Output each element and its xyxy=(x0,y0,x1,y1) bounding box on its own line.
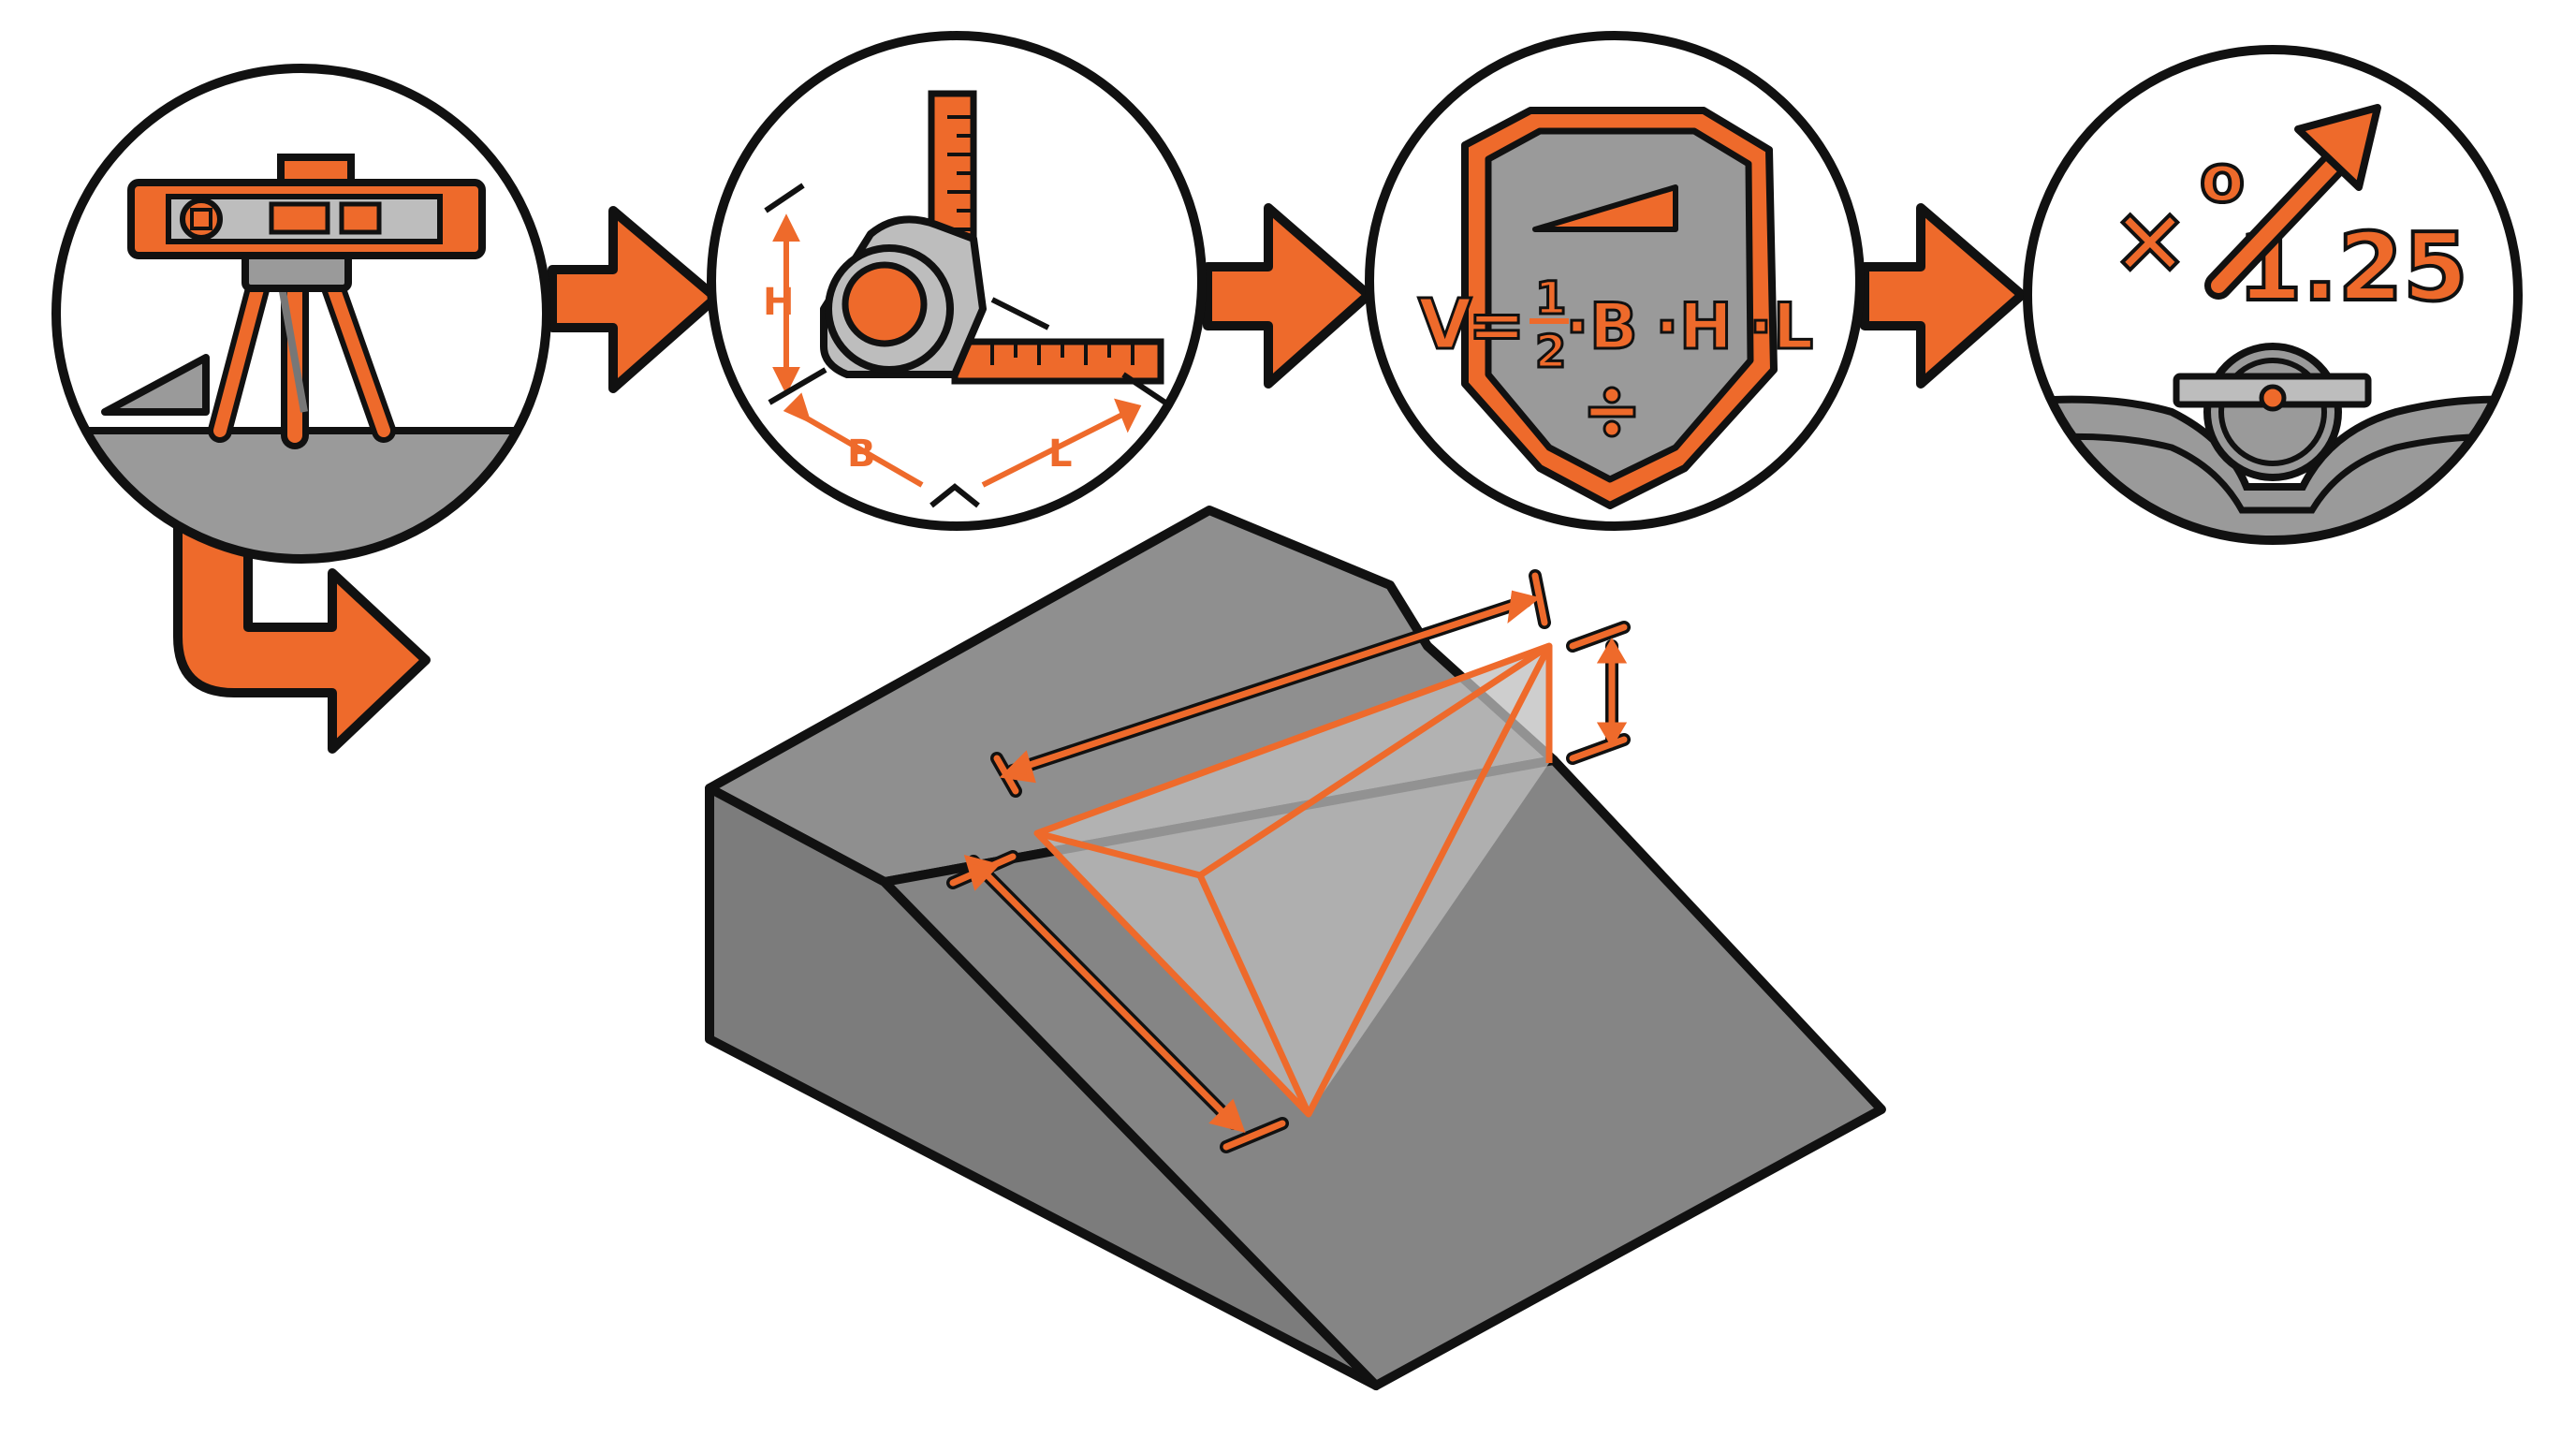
step-measure: H B L xyxy=(707,31,1207,531)
formula-v: V xyxy=(1418,285,1471,365)
step-level xyxy=(51,64,551,564)
formula-l: ·L xyxy=(1749,290,1813,364)
length-label: L xyxy=(1048,433,1073,476)
bent-arrow-down-right xyxy=(173,520,431,754)
step-factor: × o 1.25 xyxy=(2023,45,2523,545)
formula-denominator: 2 xyxy=(1535,326,1566,378)
shield-badge-icon xyxy=(1461,107,1778,509)
base-label: B xyxy=(847,433,876,476)
multiply-sign: × xyxy=(2111,184,2189,294)
pyramid-volume-icon xyxy=(1033,642,1553,1118)
formula-h: ·H xyxy=(1655,290,1733,364)
laser-level-icon xyxy=(127,154,486,259)
trend-arrow-icon xyxy=(2204,104,2381,300)
formula-b: ·B xyxy=(1565,290,1638,364)
compactor-roller-icon xyxy=(2173,343,2372,481)
flow-arrow-1 xyxy=(548,206,721,393)
height-label: H xyxy=(763,281,794,324)
slope-wedge-icon xyxy=(101,354,210,416)
tape-measure-icon xyxy=(820,215,987,378)
step-formula: V = 1 2 ·B ·H ·L xyxy=(1365,31,1865,531)
factor-superscript: o xyxy=(2200,140,2245,217)
tripod-icon xyxy=(208,249,396,449)
flow-arrow-3 xyxy=(1860,203,2027,389)
formula-equals: = xyxy=(1468,285,1526,365)
formula-numerator: 1 xyxy=(1535,272,1566,325)
divide-icon xyxy=(1588,386,1636,438)
flow-arrow-2 xyxy=(1203,203,1373,389)
